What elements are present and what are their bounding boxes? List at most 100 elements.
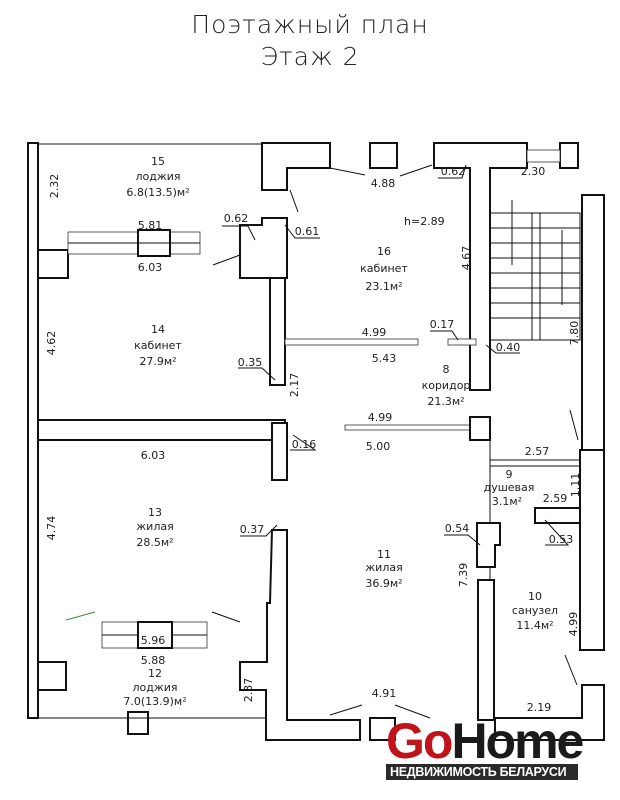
dimension: 0.16 [292,438,317,451]
dimension: 1.11 [569,473,582,498]
dimension: 7.80 [568,321,581,346]
column-bottom [369,717,396,741]
wall-right-mid [579,449,605,651]
wall-14-13 [37,419,286,441]
room-area: 28.5м² [136,536,173,549]
room-area: 11.4м² [516,619,553,632]
room-area: 21.3м² [427,395,464,408]
dimension: 0.54 [445,522,470,535]
wall-11-10 [477,579,495,721]
room-name: душевая [484,481,535,494]
dimension: 5.96 [141,634,166,647]
room-number: 11 [377,548,391,561]
room-name: жилая [136,520,173,533]
room-name: кабинет [134,339,182,352]
room-13-label: 13 жилая 28.5м² [136,506,173,549]
leader-lines [222,164,570,546]
walls [27,142,605,741]
logo-home: Home [451,713,584,769]
dimensions: 5.81 6.03 0.62 0.61 4.88 0.62 2.30 4.99 … [45,165,582,714]
room-8-label: 8 коридор 21.3м² [422,363,471,408]
partition-8-11 [344,424,471,431]
dimension: 0.62 [224,212,249,225]
window [526,149,561,163]
plan-title: Поэтажный план [191,10,429,39]
room-name: коридор [422,379,471,392]
dimension: 2.17 [288,373,301,398]
room-area: 36.9м² [365,577,402,590]
dimension: 0.61 [295,225,320,238]
wall-right-lower [494,684,605,741]
floor-label: Этаж 2 [260,42,360,71]
room-number: 12 [148,667,162,680]
wall-13-11 [239,529,361,741]
room-10-label: 10 санузел 11.4м² [512,590,558,632]
dimension: 2.19 [527,701,552,714]
room-11-label: 11 жилая 36.9м² [365,548,402,590]
partition-14-8 [284,338,419,346]
dimension: 5.81 [138,219,163,232]
room-number: 9 [506,468,513,481]
wall-9-left [476,522,501,568]
room-name: лоджия [135,170,180,183]
room-12-label: 12 лоджия 7.0(13.9)м² [123,667,186,708]
wall-9-right [534,507,581,524]
room-name: лоджия [132,681,177,694]
dimension: 7.39 [457,563,470,588]
dimension: 2.37 [242,678,255,703]
dimension: 0.17 [430,318,455,331]
column-loggia12-bottom [127,711,149,735]
dimension: 0.62 [441,165,466,178]
dimension: 0.53 [549,533,574,546]
column-loggia12 [137,621,173,649]
dimension: 2.30 [521,165,546,178]
dimension: 4.99 [567,612,580,637]
room-number: 8 [443,363,450,376]
dimension: 5.43 [372,352,397,365]
dimension: 4.67 [460,246,473,271]
dimension: 5.00 [366,440,391,453]
room-number: 15 [151,155,165,168]
wall-loggia12 [37,661,67,691]
wall-mid-piece [239,217,288,279]
room-area: 23.1м² [365,280,402,293]
logo-tagline: НЕДВИЖИМОСТЬ БЕЛАРУСИ [386,764,578,780]
dimension: 4.62 [45,331,58,356]
wall-left [27,142,39,719]
room-name: кабинет [360,262,408,275]
partition-8 [447,338,477,346]
room-area: 3.1м² [492,495,522,508]
dimension: 2.59 [543,492,568,505]
wall-top-3 [559,142,579,169]
wall-13-top-stub [271,422,288,481]
room-area: 27.9м² [139,355,176,368]
column-top [369,142,398,169]
dimension: 4.99 [368,411,393,424]
room-14-label: 14 кабинет 27.9м² [134,323,182,368]
logo-go: Go [386,713,453,769]
room-16-label: 16 кабинет 23.1м² [360,245,408,293]
room-area: 7.0(13.9)м² [123,695,186,708]
dimension: 0.37 [240,523,265,536]
dimension: 5.88 [141,654,166,667]
room-number: 14 [151,323,165,336]
gohome-logo: GoHome НЕДВИЖИМОСТЬ БЕЛАРУСИ [386,716,584,780]
dimension: 6.03 [141,449,166,462]
room-area: 6.8(13.5)м² [126,186,189,199]
room-9-label: 9 душевая 3.1м² [484,468,535,508]
logo-wordmark: GoHome [386,716,584,766]
room-number: 13 [148,506,162,519]
room-number: 10 [528,590,542,603]
dimension: 0.40 [496,341,521,354]
dimension: 4.99 [362,326,387,339]
wall-top-1 [261,142,331,191]
dimension: 6.03 [138,261,163,274]
wall-loggia15 [37,249,69,279]
wall-right-upper [581,194,605,466]
room-name: санузел [512,604,558,617]
ceiling-height: h=2.89 [404,215,445,228]
room-name: жилая [365,561,402,574]
dimension: 2.57 [525,445,550,458]
room-number: 16 [377,245,391,258]
